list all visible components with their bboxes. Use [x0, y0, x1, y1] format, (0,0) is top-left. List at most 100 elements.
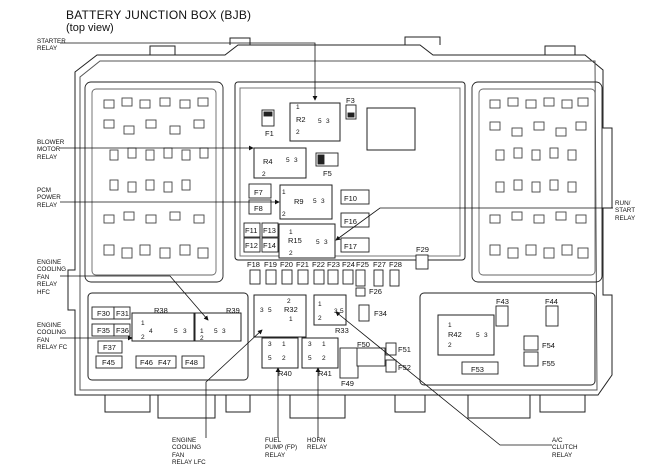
svg-text:5: 5 [340, 308, 344, 315]
fuse-f31: F31 [116, 309, 129, 318]
svg-text:2: 2 [141, 334, 145, 341]
fuse-f24: F24 [342, 260, 355, 269]
callout-ac-clutch-relay: A/C CLUTCH RELAY [552, 437, 578, 459]
svg-text:5: 5 [313, 198, 317, 205]
svg-text:2: 2 [289, 250, 293, 257]
fuse-f44: F44 [545, 297, 558, 306]
svg-text:2: 2 [282, 355, 286, 362]
svg-text:2: 2 [262, 171, 266, 178]
fuse-f22: F22 [312, 260, 325, 269]
fuse-boxes [91, 104, 559, 379]
relay-r40: R40 [278, 369, 292, 378]
relay-r15: R15 [288, 236, 302, 245]
fuse-f30: F30 [97, 309, 110, 318]
svg-text:3: 3 [326, 118, 330, 125]
fuse-f43: F43 [496, 297, 509, 306]
svg-text:2: 2 [318, 315, 322, 322]
svg-text:3: 3 [268, 341, 272, 348]
svg-text:1: 1 [318, 301, 322, 308]
fuse-f14: F14 [263, 241, 276, 250]
svg-text:2: 2 [287, 298, 291, 305]
relay-r33: R33 [335, 326, 349, 335]
svg-text:2: 2 [282, 211, 286, 218]
svg-text:3: 3 [308, 341, 312, 348]
svg-text:2: 2 [200, 335, 204, 342]
callout-fuel-pump-relay: FUEL PUMP (FP) RELAY [265, 437, 298, 459]
relay-r42: R42 [448, 330, 462, 339]
fuse-f21: F21 [296, 260, 309, 269]
fuse-f52: F52 [398, 363, 411, 372]
fuse-f51: F51 [398, 345, 411, 354]
svg-text:3: 3 [321, 198, 325, 205]
svg-text:3: 3 [324, 239, 328, 246]
fuse-f48: F48 [185, 358, 198, 367]
callout-pcm-power-relay: PCM POWER RELAY [37, 187, 61, 209]
svg-text:5: 5 [174, 328, 178, 335]
svg-text:1: 1 [282, 189, 286, 196]
fuse-f46: F46 [140, 358, 153, 367]
fuse-labels: F1 F3 F5 F7 F8 F10 F11 F12 F13 F14 F16 F… [97, 96, 558, 388]
svg-text:5: 5 [476, 332, 480, 339]
fuse-f36: F36 [116, 326, 129, 335]
callout-engine-cooling-fan-relay-hfc: ENGINE COOLING FAN RELAY HFC [37, 259, 67, 296]
fuse-f13: F13 [263, 226, 276, 235]
relay-r38: R38 [154, 306, 168, 315]
fuse-f17: F17 [344, 242, 357, 251]
callout-starter-relay: STARTER RELAY [37, 38, 66, 53]
svg-text:1: 1 [448, 322, 452, 329]
svg-text:3: 3 [484, 332, 488, 339]
svg-text:3: 3 [222, 328, 226, 335]
svg-text:1: 1 [289, 229, 293, 236]
callout-engine-cooling-fan-relay-fc: ENGINE COOLING FAN RELAY FC [37, 322, 68, 352]
svg-text:3: 3 [334, 308, 338, 315]
svg-text:5: 5 [318, 118, 322, 125]
fuse-f23: F23 [327, 260, 340, 269]
svg-text:5: 5 [286, 157, 290, 164]
fuse-f26: F26 [369, 287, 382, 296]
fuse-f18: F18 [247, 260, 260, 269]
callout-blower-motor-relay: BLOWER MOTOR RELAY [37, 139, 65, 161]
fuse-f55: F55 [542, 359, 555, 368]
svg-text:2: 2 [296, 129, 300, 136]
relay-r32: R32 [284, 305, 298, 314]
leader-lines [60, 42, 613, 446]
svg-text:5: 5 [268, 307, 272, 314]
svg-text:5: 5 [214, 328, 218, 335]
left-connector [84, 81, 224, 283]
fuse-f49: F49 [341, 379, 354, 388]
fuse-f50: F50 [357, 340, 370, 349]
svg-text:5: 5 [268, 355, 272, 362]
relay-r9: R9 [294, 197, 304, 206]
svg-text:4: 4 [149, 328, 153, 335]
fuse-f19: F19 [264, 260, 277, 269]
fuse-f12: F12 [245, 241, 258, 250]
fuse-f37: F37 [103, 343, 116, 352]
relay-r4: R4 [263, 157, 273, 166]
fuse-f10: F10 [344, 194, 357, 203]
svg-text:3: 3 [183, 328, 187, 335]
fuse-f29: F29 [416, 245, 429, 254]
lower-right-block [419, 292, 596, 386]
svg-text:1: 1 [296, 104, 300, 111]
right-connector [471, 81, 603, 283]
lower-left-block [87, 292, 249, 381]
diagram-subtitle: (top view) [66, 22, 114, 34]
fuse-f20: F20 [280, 260, 293, 269]
svg-text:2: 2 [322, 355, 326, 362]
fuse-f47: F47 [158, 358, 171, 367]
central-panel [234, 81, 466, 261]
fuse-f27: F27 [373, 260, 386, 269]
fuse-f28: F28 [389, 260, 402, 269]
svg-text:2: 2 [448, 342, 452, 349]
fuse-f11: F11 [245, 226, 257, 235]
fuse-f54: F54 [542, 341, 555, 350]
diagram-title: BATTERY JUNCTION BOX (BJB) [66, 8, 252, 22]
callout-horn-relay: HORN RELAY [307, 437, 328, 452]
callout-engine-cooling-fan-relay-lfc: ENGINE COOLING FAN RELAY LFC [172, 437, 206, 467]
svg-text:3: 3 [260, 307, 264, 314]
fuse-f34: F34 [374, 309, 387, 318]
fuse-f53: F53 [471, 365, 484, 374]
fuse-f35: F35 [97, 326, 110, 335]
